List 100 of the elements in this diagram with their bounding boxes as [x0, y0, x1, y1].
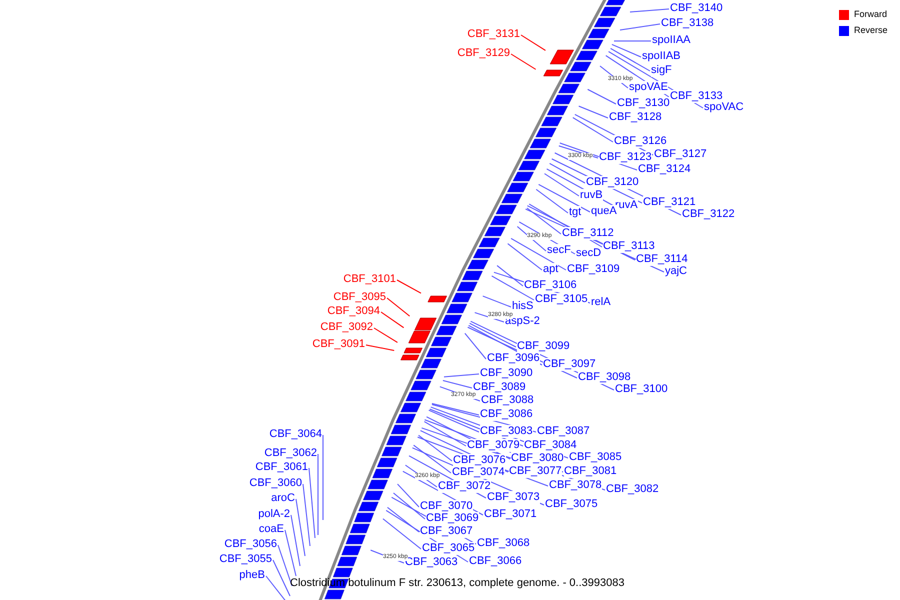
- gene-label: CBF_3130: [617, 97, 670, 110]
- leader-line: [386, 298, 410, 317]
- gene-label: CBF_3078: [549, 479, 602, 492]
- gene-label: CBF_3080: [511, 452, 564, 465]
- leader-line: [630, 8, 670, 12]
- leader-line: [474, 312, 504, 322]
- gene-label: CBF_3090: [480, 367, 533, 380]
- gene-label: CBF_3091: [312, 338, 365, 351]
- gene-label: CBF_3138: [661, 17, 714, 30]
- gene-label: CBF_3094: [327, 305, 380, 318]
- leader-line: [469, 322, 516, 348]
- gene-label: CBF_3122: [682, 208, 735, 221]
- leader-line: [266, 576, 288, 600]
- leader-line: [507, 243, 542, 270]
- gene-label: CBF_3075: [545, 498, 598, 511]
- gene-label: CBF_3120: [586, 176, 639, 189]
- gene-label: aspS-2: [505, 315, 540, 328]
- gene-label: spoIIAB: [642, 50, 681, 63]
- gene-label: polA-2: [258, 508, 290, 521]
- gene-label: CBF_3096: [487, 352, 540, 365]
- gene-label: CBF_3123: [599, 151, 652, 164]
- gene-label: queA: [591, 205, 617, 218]
- gene-label: CBF_3129: [457, 47, 510, 60]
- leader-line: [549, 162, 586, 184]
- gene-label: CBF_3121: [643, 196, 696, 209]
- leader-line: [424, 421, 466, 446]
- gene-label: CBF_3113: [603, 240, 655, 253]
- gene-label: CBF_3085: [569, 451, 622, 464]
- gene-label: spoVAC: [704, 101, 744, 114]
- gene-label: CBF_3081: [564, 465, 617, 478]
- gene-label: CBF_3070: [420, 500, 473, 513]
- leader-line: [322, 434, 324, 520]
- leader-line: [520, 34, 546, 51]
- leader-line: [418, 434, 452, 462]
- leader-line: [296, 498, 306, 556]
- gene-label: CBF_3069: [426, 512, 479, 525]
- gene-label: CBF_3083: [480, 425, 533, 438]
- leader-line: [510, 238, 566, 270]
- leader-line: [392, 492, 426, 520]
- leader-line: [302, 484, 310, 546]
- gene-label: CBF_3095: [333, 291, 386, 304]
- gene-label: CBF_3063: [405, 556, 458, 569]
- gene-label: CBF_3086: [480, 408, 533, 421]
- gene-label: CBF_3097: [543, 358, 596, 371]
- leader-line: [614, 40, 652, 42]
- gene-label: CBF_3101: [343, 273, 396, 286]
- gene-label: CBF_3067: [420, 525, 473, 538]
- gene-label: sigF: [651, 64, 672, 77]
- gene-label: CBF_3087: [537, 425, 590, 438]
- gene-label: CBF_3073: [487, 491, 540, 504]
- leader-line: [366, 344, 395, 351]
- gene-label: CBF_3131: [467, 28, 520, 41]
- leader-line: [397, 484, 420, 508]
- leader-line: [284, 530, 296, 576]
- gene-label: CBF_3076: [453, 454, 506, 467]
- leader-line: [431, 402, 480, 416]
- leader-line: [396, 280, 422, 294]
- leader-line: [611, 44, 642, 58]
- leader-line: [278, 544, 292, 586]
- leader-line: [386, 506, 420, 532]
- leader-line: [496, 265, 524, 286]
- gene-label: ruvB: [580, 189, 603, 202]
- leader-line: [444, 374, 480, 378]
- gene-label: CBF_3060: [249, 477, 302, 490]
- gene-label: CBF_3127: [654, 148, 707, 161]
- gene-label: CBF_3109: [567, 263, 620, 276]
- gene-label: CBF_3065: [422, 542, 475, 555]
- leader-line: [572, 117, 614, 142]
- gene-label: CBF_3064: [269, 428, 322, 441]
- gene-label: CBF_3128: [609, 111, 662, 124]
- legend-label: Forward: [854, 9, 888, 20]
- leader-line: [428, 410, 480, 432]
- gene-label: tgt: [569, 206, 582, 219]
- gene-label: CBF_3112: [562, 227, 614, 240]
- gene-label: CBF_3100: [615, 383, 668, 396]
- leader-line: [464, 332, 486, 360]
- leader-line: [536, 188, 568, 214]
- leader-line: [538, 184, 590, 212]
- gene-label: spoIIAA: [652, 34, 691, 47]
- gene-label: CBF_3099: [517, 340, 570, 353]
- gene-label: CBF_3126: [614, 135, 667, 148]
- leader-line: [413, 444, 452, 474]
- leader-line: [272, 560, 290, 596]
- gene-label: CBF_3056: [224, 538, 277, 551]
- gene-label: spoVAE: [629, 81, 668, 94]
- gene-label: CBF_3089: [473, 381, 526, 394]
- gene-label: CBF_3105: [535, 293, 588, 306]
- gene-label: CBF_3084: [524, 439, 577, 452]
- gene-label: CBF_3079: [467, 439, 520, 452]
- gene-label: CBF_3066: [469, 555, 522, 568]
- gene-label: CBF_3092: [320, 321, 373, 334]
- leader-line: [491, 276, 534, 300]
- gene-label: yajC: [665, 265, 688, 278]
- leader-line: [526, 208, 562, 234]
- leader-line: [578, 106, 608, 118]
- legend-label: Reverse: [854, 25, 888, 36]
- gene-label: apt: [543, 263, 558, 276]
- leader-line: [610, 48, 650, 72]
- gene-label: CBF_3098: [578, 371, 631, 384]
- gene-label: CBF_3071: [484, 508, 537, 521]
